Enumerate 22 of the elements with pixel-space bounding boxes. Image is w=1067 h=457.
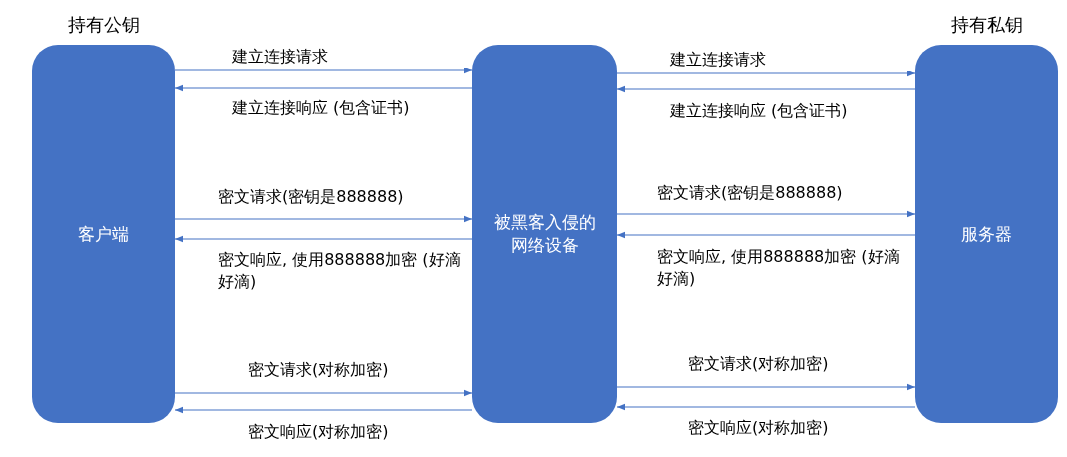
arrow [616, 231, 916, 239]
arrow [174, 389, 473, 397]
role-caption: 持有公钥 [66, 13, 141, 37]
arrow [174, 235, 473, 243]
arrow [616, 210, 916, 218]
arrow [616, 383, 916, 391]
arrow [616, 85, 916, 93]
arrow [174, 84, 473, 92]
node-label: 服务器 [960, 222, 1013, 246]
arrow [174, 406, 473, 414]
node-label: 客户端 [77, 222, 130, 246]
edge-label: 建立连接请求 [670, 49, 911, 72]
rounded-box [472, 45, 617, 423]
rounded-box [915, 45, 1058, 423]
node-label: 被黑客入侵的网络设备 [492, 211, 597, 257]
arrow [174, 215, 473, 223]
arrow [616, 403, 916, 411]
arrow [616, 69, 916, 77]
arrow [174, 66, 473, 74]
role-caption: 持有私钥 [949, 13, 1024, 37]
edge-label: 建立连接请求 [232, 46, 468, 69]
rounded-box [32, 45, 175, 423]
